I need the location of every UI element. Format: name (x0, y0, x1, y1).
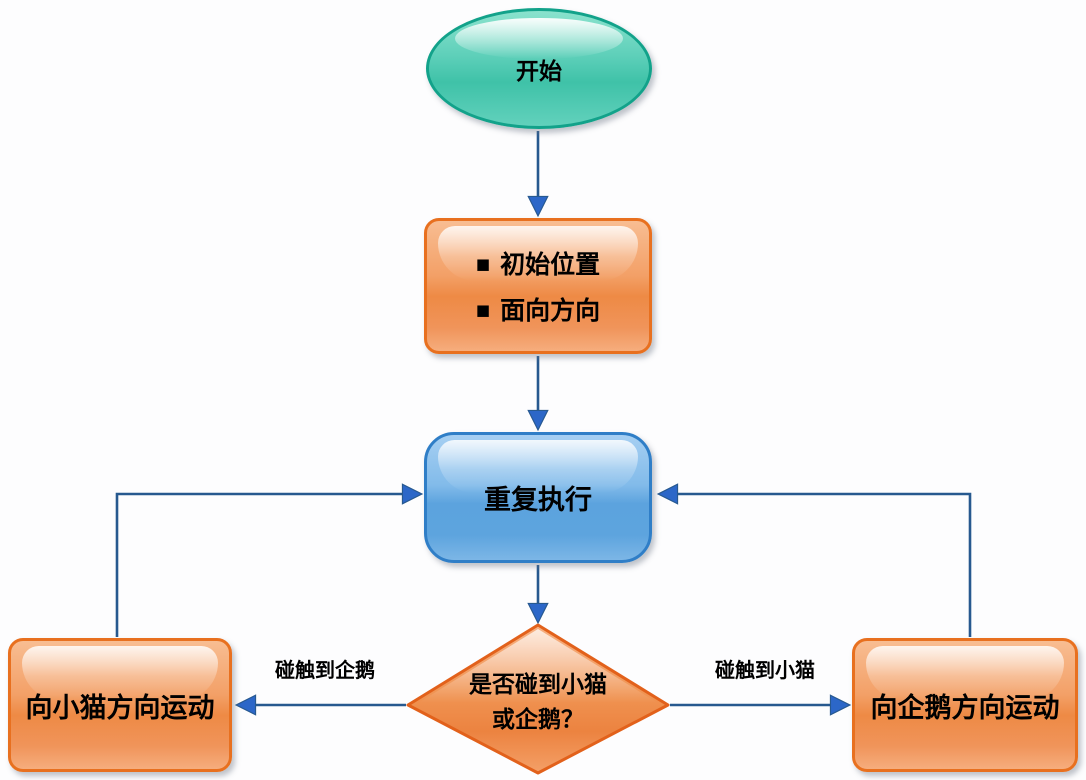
start-label: 开始 (516, 58, 562, 85)
node-move-to-cat[interactable]: 向小猫方向运动 (8, 638, 232, 772)
decision-label-line1: 是否碰到小猫 (469, 672, 607, 698)
decision-label-line2: 或企鹅？ (492, 706, 584, 733)
edge-right-loopback (656, 483, 972, 637)
loop-label: 重复执行 (484, 485, 592, 516)
bullet-square-icon: ■ (475, 300, 491, 319)
edge-label-touch-cat: 碰触到小猫 (715, 658, 815, 682)
decision-label: 是否碰到小猫 或企鹅？ (418, 668, 658, 737)
init-item-label: 面向方向 (500, 296, 601, 325)
move-to-cat-label: 向小猫方向运动 (25, 692, 215, 724)
node-loop[interactable]: 重复执行 (424, 432, 652, 563)
node-start[interactable]: 开始 (426, 8, 652, 129)
edge-label-touch-penguin: 碰触到企鹅 (275, 658, 375, 682)
init-item-label: 初始位置 (500, 250, 601, 279)
node-init[interactable]: ■ 初始位置 ■ 面向方向 (424, 218, 652, 354)
edge-left-loopback (115, 483, 424, 637)
list-item: ■ 初始位置 (476, 245, 600, 281)
node-move-to-penguin[interactable]: 向企鹅方向运动 (852, 638, 1078, 772)
decision-diamond-shape (406, 623, 670, 775)
move-to-penguin-label: 向企鹅方向运动 (870, 692, 1060, 724)
list-item: ■ 面向方向 (476, 291, 600, 327)
init-bullet-list: ■ 初始位置 ■ 面向方向 (476, 245, 600, 327)
node-decision[interactable] (400, 621, 676, 780)
bullet-square-icon: ■ (475, 254, 491, 273)
